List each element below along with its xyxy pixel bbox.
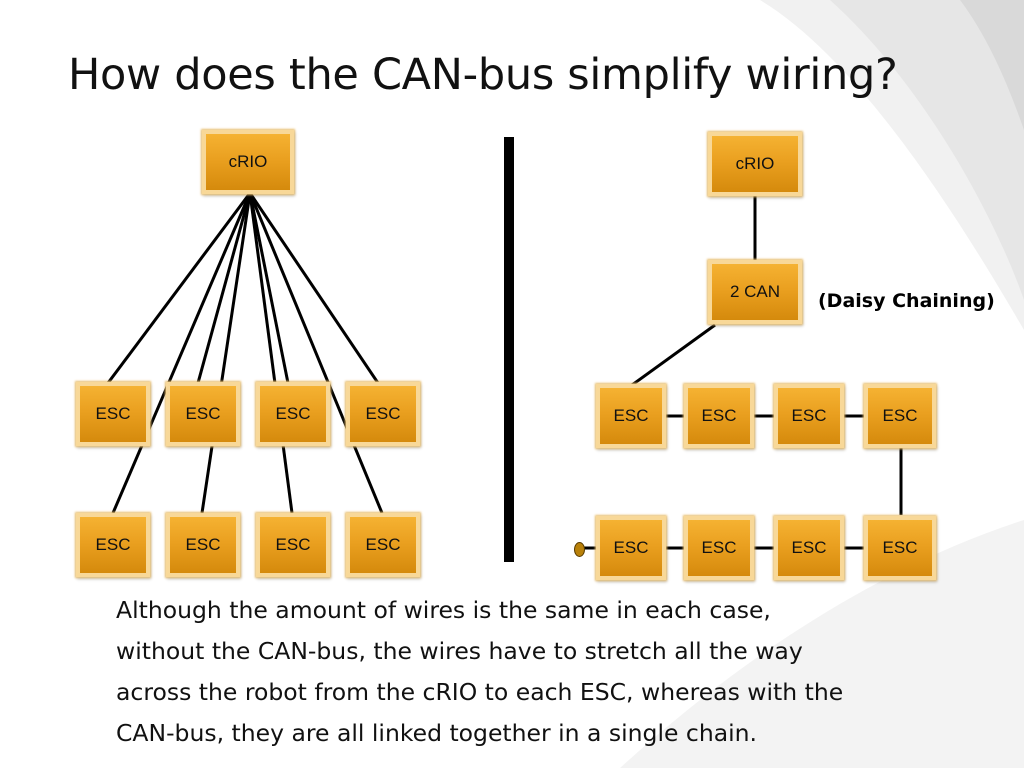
wire-crio-esc-2 <box>196 192 252 384</box>
wire-crio-esc-6 <box>200 192 252 514</box>
wire-crio-esc-7 <box>248 192 294 514</box>
right-crio-node: cRIO <box>708 132 802 196</box>
daisy-chaining-note: (Daisy Chaining) <box>818 290 995 312</box>
wire-crio-esc-5 <box>111 192 252 514</box>
left-crio-node: cRIO <box>202 130 294 194</box>
right-esc-node: ESC <box>684 516 754 580</box>
caption-line: Although the amount of wires is the same… <box>116 596 771 624</box>
caption-line: CAN-bus, they are all linked together in… <box>116 719 758 747</box>
caption-text: Although the amount of wires is the same… <box>116 590 976 754</box>
wire-can-esc <box>631 323 716 387</box>
right-esc-node: ESC <box>774 516 844 580</box>
left-esc-node: ESC <box>256 513 330 577</box>
right-esc-node: ESC <box>774 384 844 448</box>
left-esc-node: ESC <box>166 382 240 446</box>
right-esc-node: ESC <box>596 384 666 448</box>
wire-crio-esc-3 <box>248 192 290 384</box>
left-esc-node: ESC <box>166 513 240 577</box>
can-bridge-node: 2 CAN <box>708 260 802 324</box>
left-esc-node: ESC <box>346 382 420 446</box>
caption-line: across the robot from the cRIO to each E… <box>116 678 844 706</box>
wire-crio-esc-4 <box>248 192 380 384</box>
section-divider <box>504 137 514 562</box>
right-esc-node: ESC <box>684 384 754 448</box>
right-esc-node: ESC <box>596 516 666 580</box>
left-esc-node: ESC <box>346 513 420 577</box>
left-esc-node: ESC <box>256 382 330 446</box>
slide-title: How does the CAN-bus simplify wiring? <box>68 50 898 100</box>
bus-terminator <box>574 542 585 557</box>
wire-crio-esc-1 <box>106 192 252 384</box>
right-esc-node: ESC <box>864 384 936 448</box>
right-esc-node: ESC <box>864 516 936 580</box>
left-esc-node: ESC <box>76 382 150 446</box>
caption-line: without the CAN-bus, the wires have to s… <box>116 637 803 665</box>
wire-crio-esc-8 <box>248 192 384 514</box>
left-esc-node: ESC <box>76 513 150 577</box>
